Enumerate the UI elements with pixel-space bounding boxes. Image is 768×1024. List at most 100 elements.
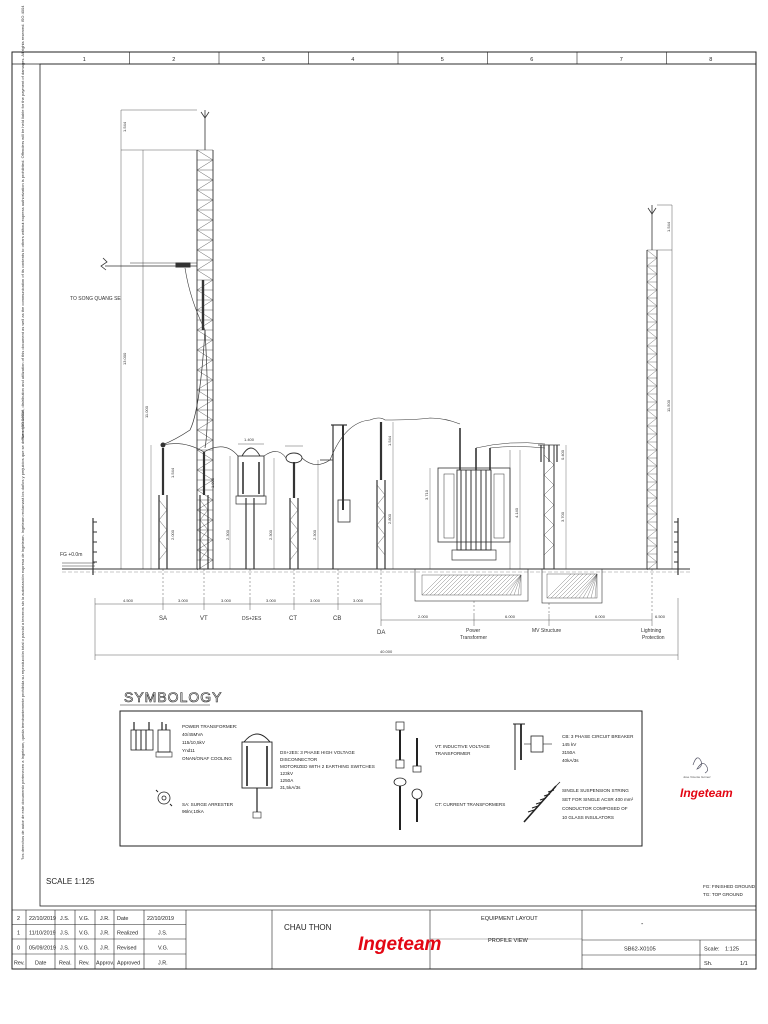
rev-row-2-rev-by: V.G.	[79, 916, 89, 922]
ground-label: FG +0.0m	[60, 552, 82, 558]
ct-icon	[393, 777, 423, 830]
rev-row-0-rev: 0	[17, 946, 20, 952]
sa-structure	[158, 442, 168, 569]
suspension-string-icon	[523, 781, 561, 823]
brand-logo-right: Ingeteam	[680, 786, 733, 800]
dim-13000: 13.000	[122, 352, 127, 365]
side-note-top: "the reproduction, distribution and util…	[20, 5, 25, 440]
sym-cb-3: 3150A	[562, 750, 576, 755]
sym-pt-4: Ynd11	[182, 748, 195, 753]
sym-pt-1: POWER TRANSFORMER:	[182, 724, 237, 729]
dim-vt-h: 1.800	[210, 477, 215, 488]
dim-ct-h: 2.300	[268, 529, 273, 540]
approval-revised-label: Revised	[117, 946, 136, 952]
approval-date-value: 22/10/2019	[147, 916, 174, 922]
dim-mv-h2: 3.700	[560, 511, 565, 522]
rev-row-0-real: J.S.	[60, 946, 69, 952]
dim-da-h2: 2.800	[387, 513, 392, 524]
label-lightning-2: Protection	[642, 635, 665, 641]
left-gantry-mast	[196, 110, 214, 571]
dim-mast-top-left: 1.544	[122, 121, 127, 132]
mv-structure-drawing	[538, 444, 560, 569]
sym-ds-2: DISCONNECTOR	[280, 757, 318, 762]
right-lightning-mast	[646, 205, 658, 571]
span-upper-5: 3.000	[310, 598, 321, 603]
rev-row-0-date: 05/09/2019	[29, 946, 56, 952]
dim-sa-h1: 1.544	[170, 467, 175, 478]
span-upper-6: 3.000	[353, 598, 364, 603]
sym-sa-1: SA: SURGE ARRESTER	[182, 802, 234, 807]
rev-header-real: Real.	[59, 961, 72, 967]
vt-icon	[395, 721, 422, 773]
sym-string-1: SINGLE SUSPENSION STRING	[562, 788, 629, 793]
ct-structure	[285, 445, 303, 569]
sym-pt-3: 115/10,5kV	[182, 740, 206, 745]
outer-border	[11, 51, 757, 970]
signature-caption: Jose Vicente Gómez	[683, 775, 711, 779]
mv-foundation	[541, 568, 603, 604]
sym-pt-2: 40/45MVA	[182, 732, 204, 737]
title-line-2: PROFILE VIEW	[488, 938, 529, 944]
legend-note-fg: FG: FINISHED GROUND	[703, 884, 756, 889]
approval-approved-label: Approved	[117, 961, 140, 967]
line-label: TO SONG QUANG SE	[70, 296, 121, 302]
sym-string-2: SET FOR SINGLE ACSR 400 mm²	[562, 797, 634, 802]
sym-ds-3: MOTORIZED WITH 2 EARTHING SWITCHES	[280, 764, 375, 769]
grid-column-label: 8	[709, 57, 712, 63]
approval-realized-label: Realized	[117, 931, 138, 937]
signature-block: Jose Vicente Gómez Ingeteam	[680, 757, 733, 800]
vt-structure	[199, 452, 209, 569]
label-sa: SA	[159, 616, 167, 622]
symbology-title: SYMBOLOGY	[124, 689, 222, 705]
power-transformer-drawing	[437, 428, 546, 569]
profile-drawing	[62, 109, 690, 660]
power-transformer-icon	[130, 722, 154, 751]
dim-ds-w: 1.400	[244, 437, 255, 442]
power-transformer-side-icon	[155, 722, 173, 758]
label-ds: DS+2ES	[242, 616, 262, 622]
da-structure	[376, 422, 386, 569]
cb-icon	[513, 723, 552, 770]
disconnector-icon	[241, 733, 273, 819]
sheet-field-value: 1/1	[740, 961, 748, 967]
sym-ct-1: CT: CURRENT TRANSFORMERS	[435, 802, 505, 807]
grid-column-label: 6	[530, 57, 533, 63]
dim-sa-h2: 2.000	[170, 529, 175, 540]
approval-date-label: Date	[117, 916, 128, 922]
inner-border	[39, 63, 757, 907]
grid-column-label: 4	[351, 57, 354, 63]
symbology-section: SYMBOLOGY	[119, 689, 643, 847]
span-upper-1: 4.500	[123, 598, 134, 603]
rev-row-1-approv: J.R.	[100, 931, 110, 937]
fence-right	[674, 518, 679, 575]
span-lower-3: 6.000	[595, 614, 606, 619]
dim-cb-h: 2.300	[312, 529, 317, 540]
rev-header-date: Date	[35, 961, 46, 967]
label-lightning-1: Lightning	[641, 628, 662, 634]
rev-header-rev-by: Rev.	[79, 961, 90, 967]
fence-left	[92, 518, 97, 575]
dim-ds-h: 2.300	[225, 529, 230, 540]
dim-da-h1: 1.544	[387, 435, 392, 446]
span-upper-2: 3.000	[178, 598, 189, 603]
rev-header-approv: Approv.	[96, 961, 114, 967]
sym-ds-5: 1250A	[280, 778, 294, 783]
rev-row-2-date: 22/10/2019	[29, 916, 56, 922]
label-da: DA	[377, 630, 385, 636]
ds-structure	[235, 443, 267, 569]
dim-mast-top-right: 1.544	[666, 221, 671, 232]
dim-mv-h1: 0.400	[560, 449, 565, 460]
dim-tr-h2: 4.140	[514, 507, 519, 518]
dim-11500: 11.500	[666, 399, 671, 412]
sym-ds-4: 123kV	[280, 771, 294, 776]
label-power-transformer-1: Power	[466, 628, 481, 634]
dim-total: 40.000	[380, 649, 393, 654]
cb-structure	[320, 424, 351, 569]
span-lower-4: 6.500	[655, 614, 666, 619]
rev-row-1-date: 11/10/2019	[29, 931, 56, 937]
label-ct: CT	[289, 616, 297, 622]
sym-sa-2: 96kV,10kA	[182, 809, 205, 814]
grid-column-label: 2	[172, 57, 175, 63]
title-dash: -	[641, 921, 644, 928]
